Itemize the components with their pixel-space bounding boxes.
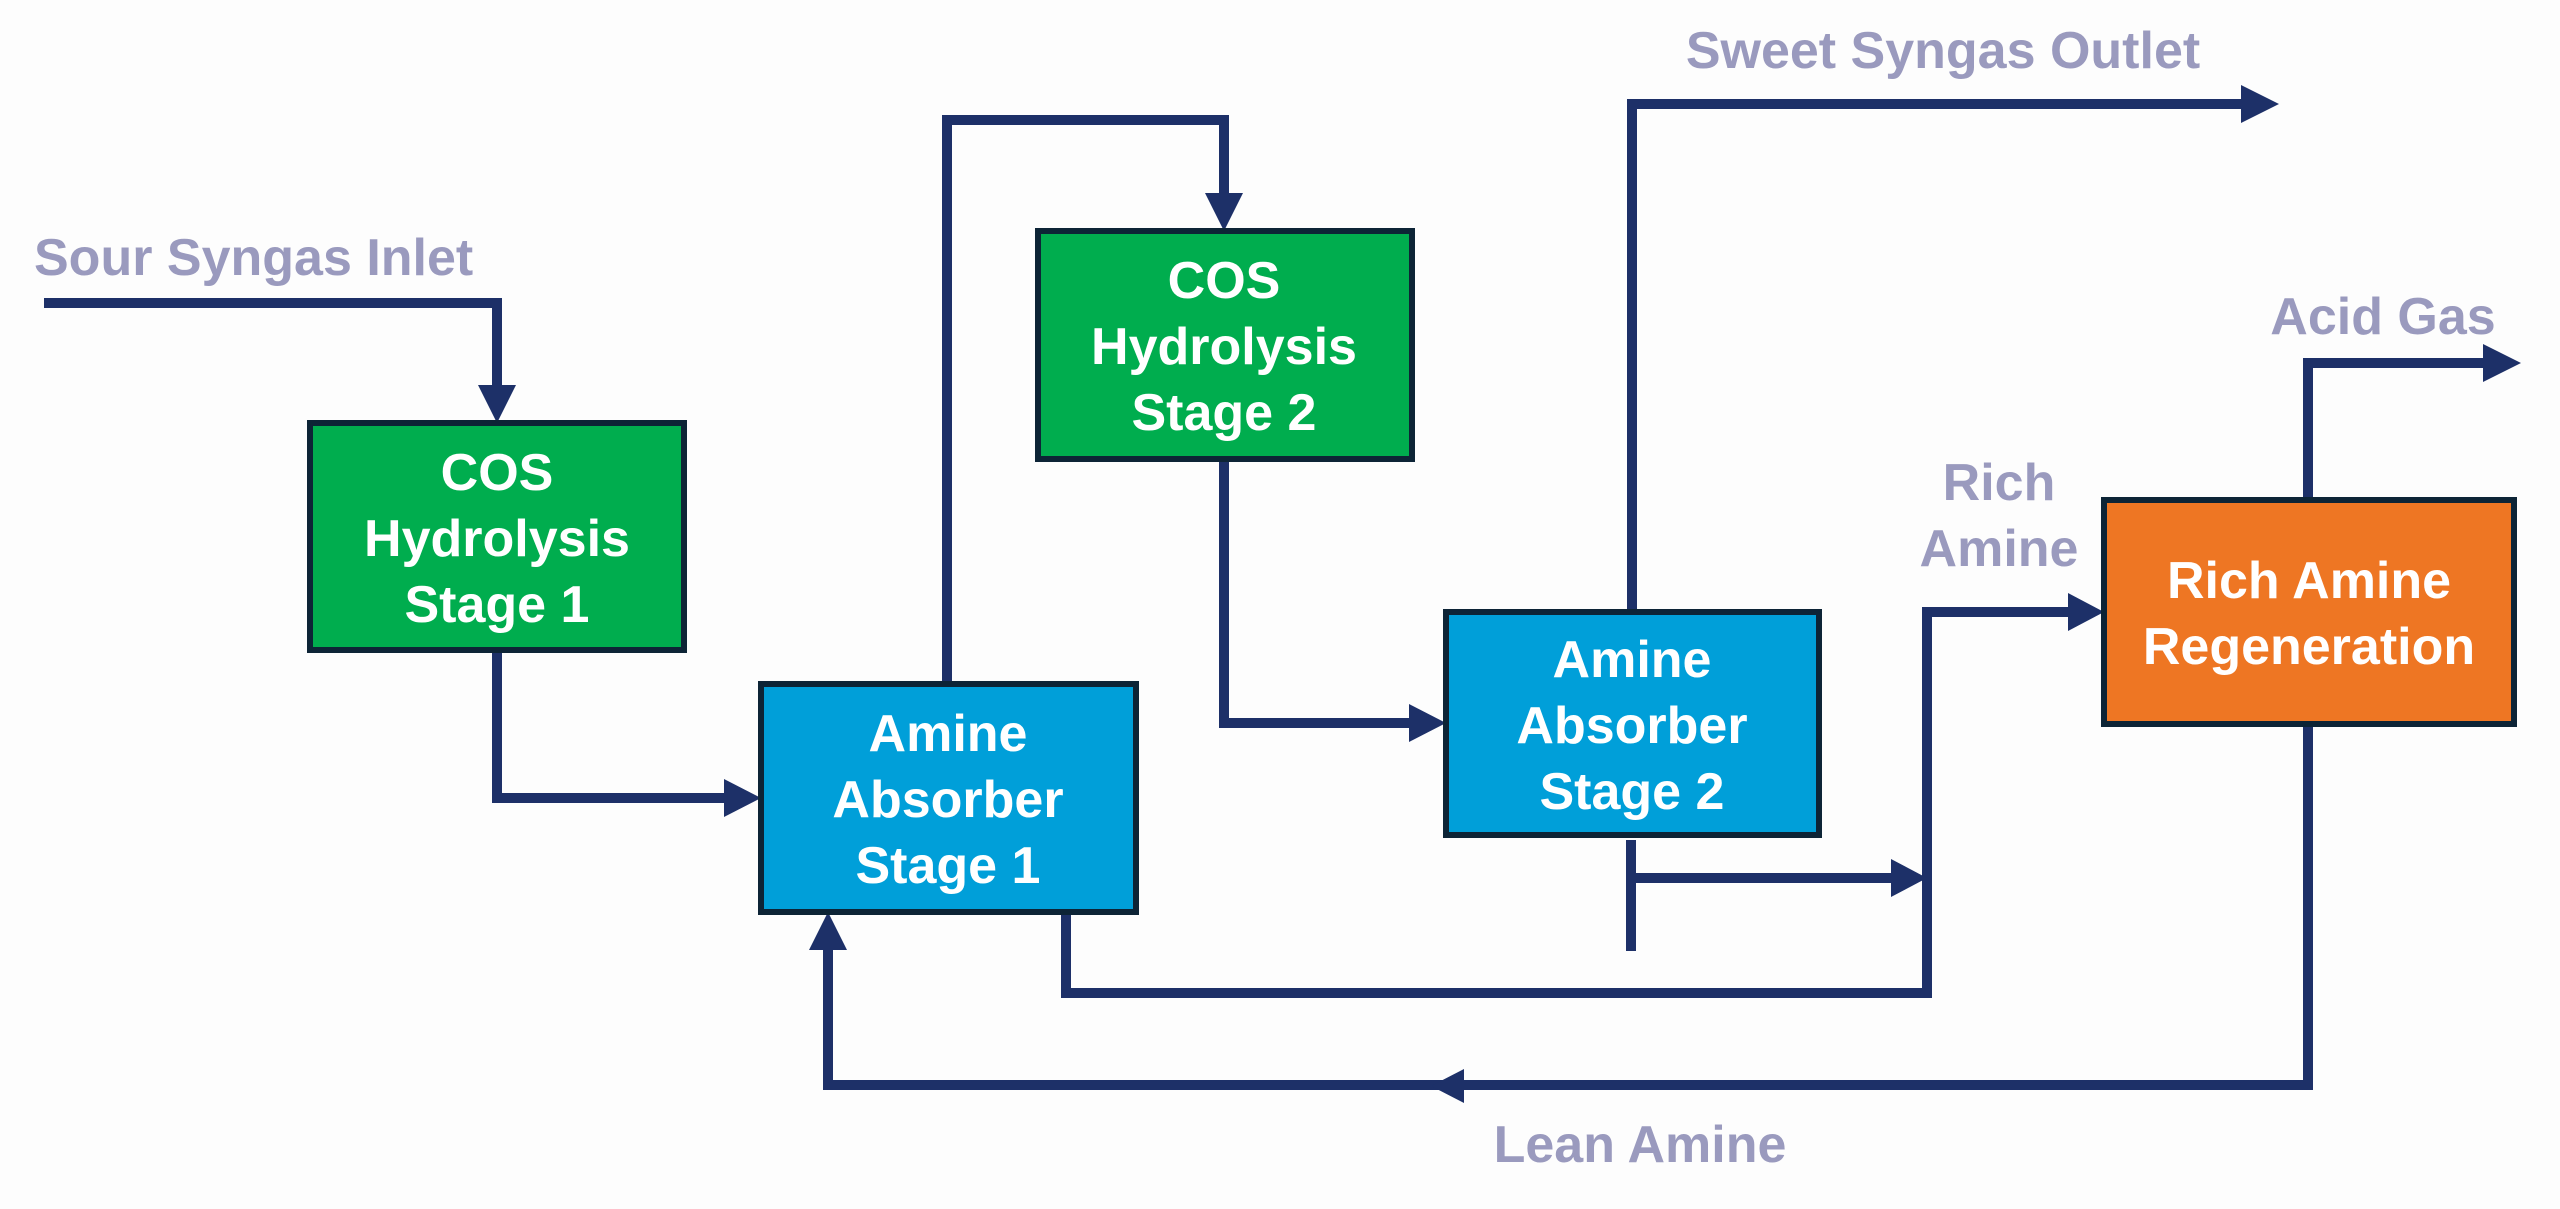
- unit-amine-absorber-stage-2[interactable]: Amine Absorber Stage 2: [1443, 609, 1822, 838]
- unit-label-line: COS: [1168, 252, 1281, 310]
- stream-label-rich-amine: Rich: [1943, 454, 2056, 512]
- unit-label-line: Absorber: [832, 771, 1063, 829]
- unit-cos-hydrolysis-stage-2[interactable]: COS Hydrolysis Stage 2: [1035, 228, 1415, 462]
- unit-box: [2101, 497, 2517, 727]
- stream-labels: Sour Syngas Inlet Sweet Syngas Outlet Ac…: [34, 22, 2496, 1174]
- arrowhead-icon: [1409, 704, 1446, 742]
- unit-label-line: Hydrolysis: [1091, 318, 1357, 376]
- unit-label-line: COS: [441, 444, 554, 502]
- arrowhead-icon: [2483, 344, 2521, 382]
- arrowhead-icon: [1205, 193, 1243, 231]
- unit-label-line: Amine: [869, 705, 1028, 763]
- arrowhead-icon: [1891, 859, 1927, 897]
- arrowhead-icon: [478, 385, 516, 423]
- flow-abs2-to-sweet-outlet: [1627, 99, 2245, 631]
- unit-label-line: Rich Amine: [2167, 552, 2451, 610]
- unit-box: [307, 420, 687, 653]
- unit-label-line: Stage 2: [1540, 763, 1725, 821]
- unit-label-line: Hydrolysis: [364, 510, 630, 568]
- flow-abs1-to-cos2: [942, 115, 1229, 684]
- unit-label-line: Regeneration: [2143, 618, 2475, 676]
- stream-label-sweet-syngas-outlet: Sweet Syngas Outlet: [1686, 22, 2200, 80]
- flow-abs2-to-rich-amine-header: [1626, 840, 1895, 951]
- arrowhead-icon: [809, 912, 847, 950]
- unit-rich-amine-regeneration[interactable]: Rich Amine Regeneration: [2101, 497, 2517, 727]
- flow-abs1-to-regen-rich-amine: [1061, 607, 2070, 998]
- arrowhead-icon: [1431, 1069, 1464, 1103]
- unit-box: [1443, 609, 1822, 838]
- flow-regen-to-abs1-lean-amine: [823, 725, 2313, 1090]
- unit-label-line: Stage 1: [856, 837, 1041, 895]
- unit-cos-hydrolysis-stage-1[interactable]: COS Hydrolysis Stage 1: [307, 420, 687, 653]
- unit-label-line: Absorber: [1516, 697, 1747, 755]
- stream-label-lean-amine: Lean Amine: [1494, 1116, 1787, 1174]
- unit-amine-absorber-stage-1[interactable]: Amine Absorber Stage 1: [758, 681, 1139, 915]
- arrowhead-icon: [724, 779, 761, 817]
- stream-label-sour-syngas-inlet: Sour Syngas Inlet: [34, 229, 473, 287]
- arrowhead-icon: [2241, 85, 2279, 123]
- flow-regen-to-acid-gas: [2303, 358, 2486, 498]
- flow-cos1-to-abs1: [492, 650, 730, 803]
- stream-label-rich-amine: Amine: [1920, 520, 2079, 578]
- stream-label-acid-gas: Acid Gas: [2270, 288, 2495, 346]
- unit-box: [1035, 228, 1415, 462]
- unit-label-line: Stage 2: [1132, 384, 1317, 442]
- flow-sour-inlet-to-cos1: [44, 298, 502, 390]
- unit-label-line: Amine: [1553, 631, 1712, 689]
- unit-label-line: Stage 1: [405, 576, 590, 634]
- flow-lines: [44, 85, 2521, 1103]
- flow-cos2-to-abs2: [1219, 459, 1412, 728]
- unit-box: [758, 681, 1139, 915]
- arrowhead-icon: [2068, 593, 2104, 631]
